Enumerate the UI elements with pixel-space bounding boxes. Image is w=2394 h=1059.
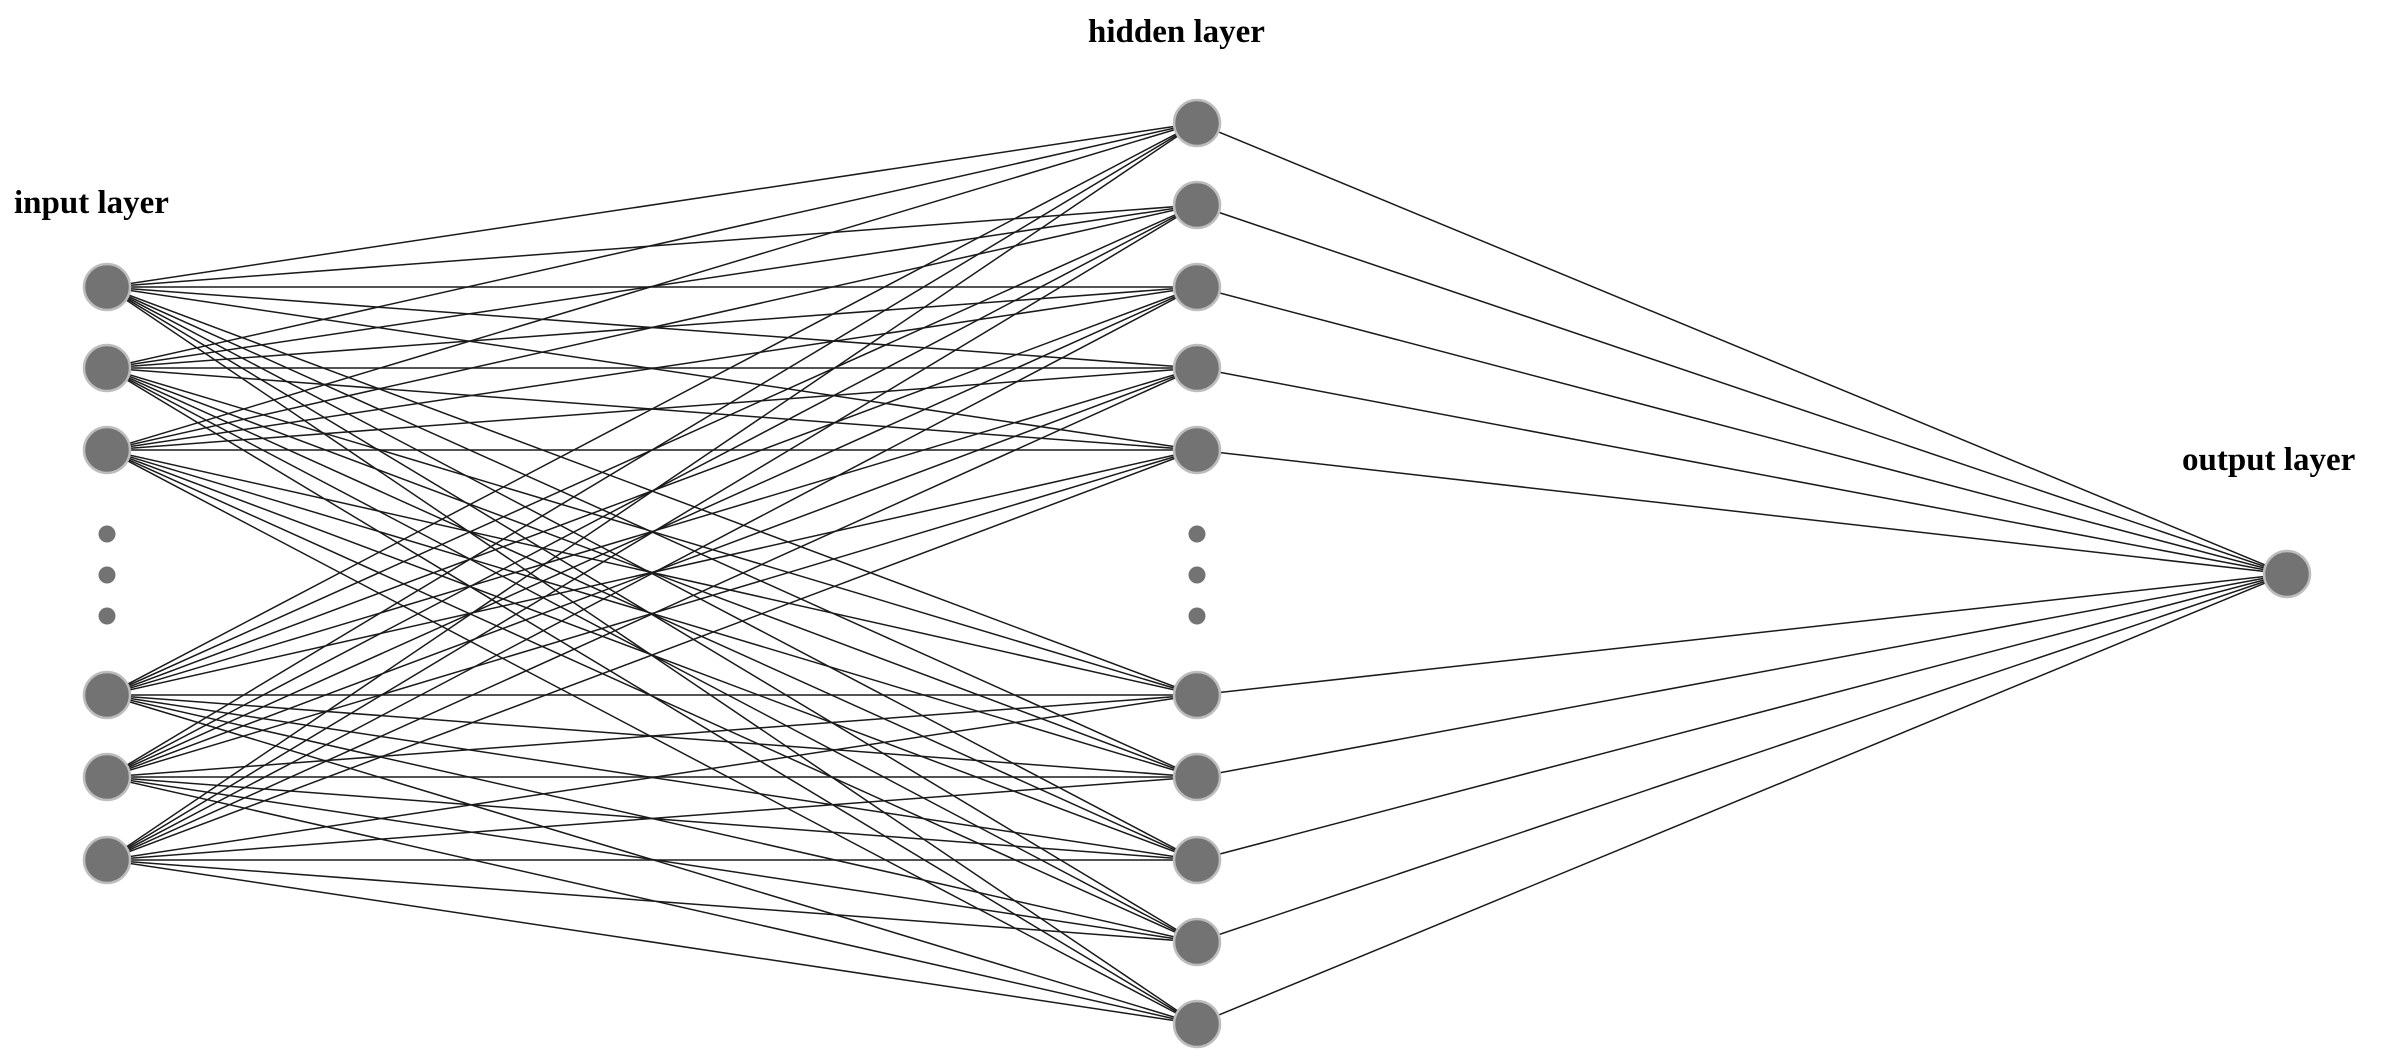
output-node-1: [2262, 549, 2312, 599]
input-node-6: [82, 835, 132, 885]
hidden-node-4: [1172, 343, 1222, 393]
edge-input-6-hidden-5: [106, 449, 1198, 861]
hidden-layer-label: hidden layer: [1088, 14, 1265, 50]
hidden-ellipsis-dot-2: [1188, 566, 1206, 584]
input-node-1: [82, 262, 132, 312]
edge-input-5-hidden-6: [106, 694, 1198, 778]
edge-input-5-hidden-4: [106, 367, 1198, 778]
hidden-node-9: [1172, 917, 1222, 967]
edge-input-6-hidden-2: [106, 204, 1198, 861]
hidden-node-6: [1172, 670, 1222, 720]
edge-input-6-hidden-1: [106, 122, 1198, 861]
edge-input-2-hidden-1: [106, 122, 1198, 369]
edge-input-4-hidden-1: [106, 122, 1198, 696]
edge-input-6-hidden-6: [106, 694, 1198, 861]
hidden-node-8: [1172, 835, 1222, 885]
hidden-node-2: [1172, 180, 1222, 230]
edge-input-6-hidden-10: [106, 859, 1198, 1025]
input-node-3: [82, 425, 132, 475]
edge-hidden-4-output-1: [1196, 367, 2288, 575]
input-node-5: [82, 752, 132, 802]
hidden-node-10: [1172, 999, 1222, 1049]
edge-input-5-hidden-1: [106, 122, 1198, 778]
edge-hidden-10-output-1: [1196, 573, 2288, 1025]
input-ellipsis-dot-1: [98, 525, 116, 543]
neurons: [82, 98, 2312, 1049]
connections: [106, 122, 2288, 1025]
edge-input-6-hidden-3: [106, 286, 1198, 861]
hidden-node-1: [1172, 98, 1222, 148]
input-node-2: [82, 343, 132, 393]
input-layer-label: input layer: [14, 185, 169, 221]
edge-input-3-hidden-9: [106, 449, 1198, 943]
edge-input-1-hidden-1: [106, 122, 1198, 288]
edge-hidden-7-output-1: [1196, 573, 2288, 778]
hidden-node-5: [1172, 425, 1222, 475]
edge-input-3-hidden-2: [106, 204, 1198, 451]
edge-hidden-1-output-1: [1196, 122, 2288, 575]
edge-hidden-6-output-1: [1196, 573, 2288, 696]
ellipsis-dots: [98, 525, 1206, 625]
hidden-node-7: [1172, 752, 1222, 802]
edge-input-6-hidden-4: [106, 367, 1198, 861]
edge-input-3-hidden-1: [106, 122, 1198, 451]
edge-hidden-8-output-1: [1196, 573, 2288, 861]
hidden-node-3: [1172, 262, 1222, 312]
edge-input-3-hidden-10: [106, 449, 1198, 1025]
edge-hidden-9-output-1: [1196, 573, 2288, 943]
input-ellipsis-dot-2: [98, 566, 116, 584]
input-node-4: [82, 670, 132, 720]
hidden-ellipsis-dot-3: [1188, 607, 1206, 625]
edge-hidden-5-output-1: [1196, 449, 2288, 575]
output-layer-label: output layer: [2182, 442, 2355, 478]
edge-input-6-hidden-7: [106, 776, 1198, 861]
edge-hidden-2-output-1: [1196, 204, 2288, 575]
edge-hidden-3-output-1: [1196, 286, 2288, 575]
input-ellipsis-dot-3: [98, 607, 116, 625]
edge-input-6-hidden-9: [106, 859, 1198, 943]
hidden-ellipsis-dot-1: [1188, 525, 1206, 543]
